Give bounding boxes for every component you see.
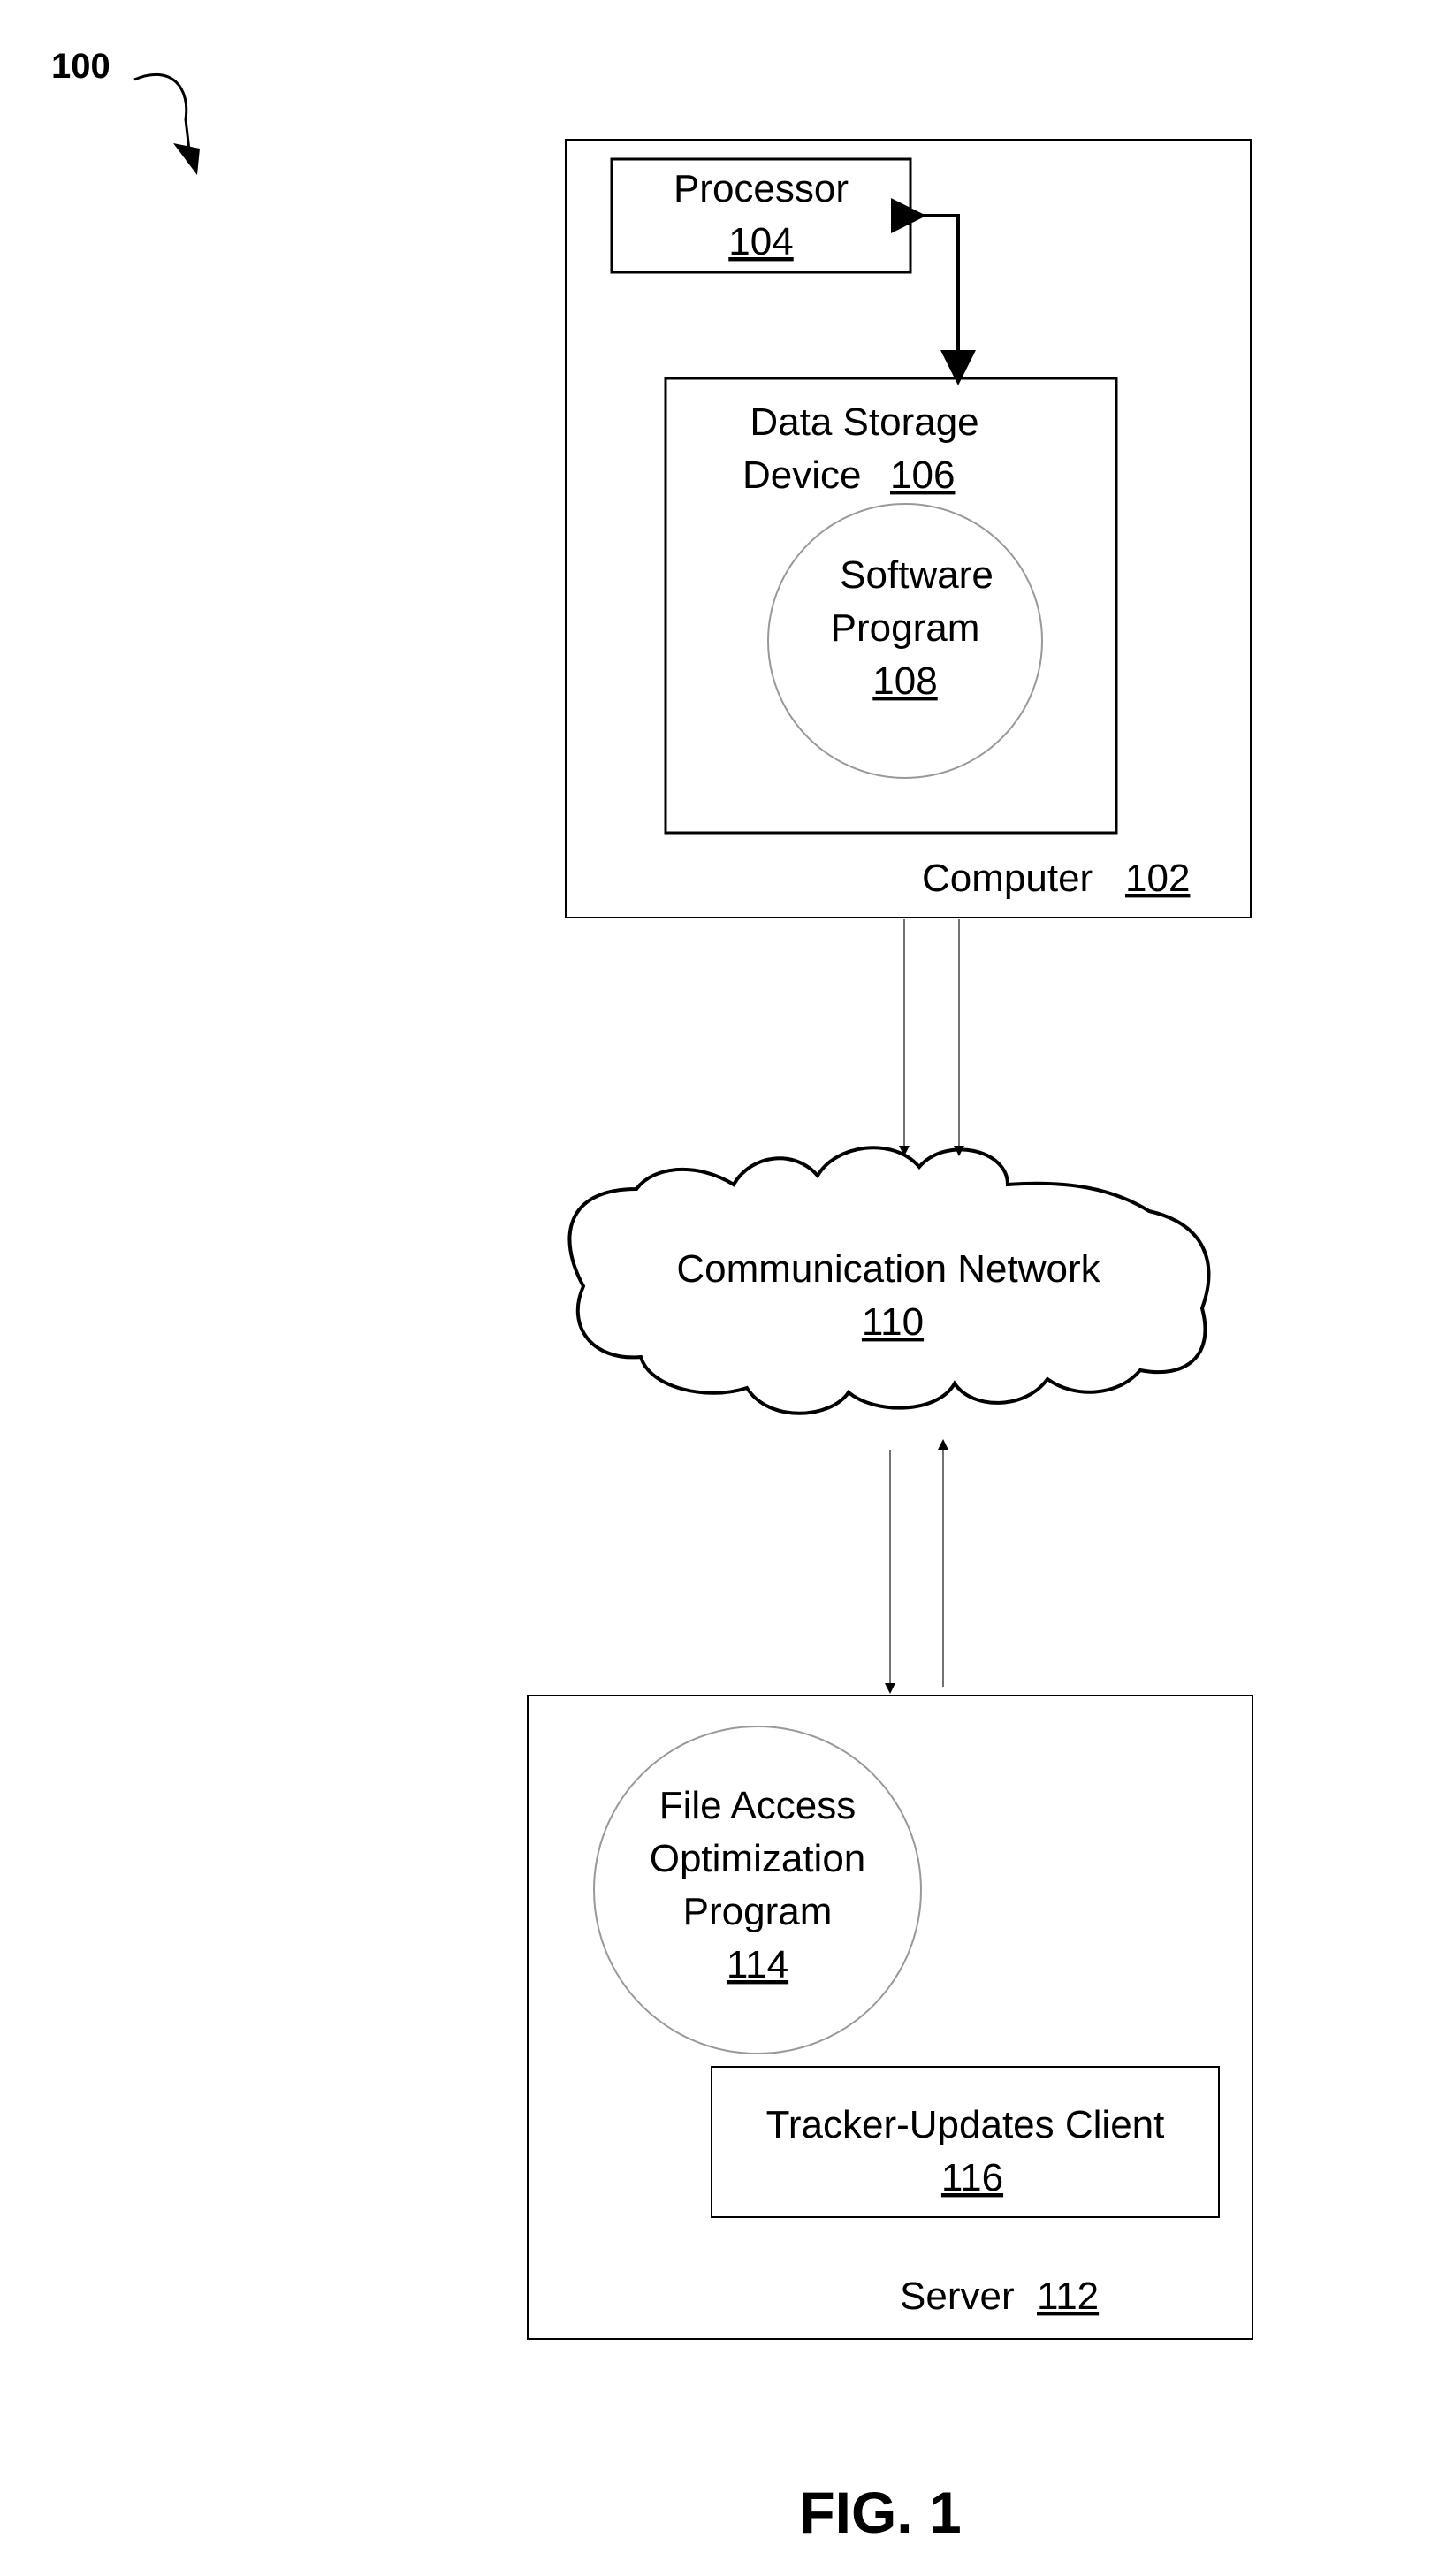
data-storage-box [666,378,1116,833]
software-program-label-line2: Program [831,606,980,650]
network-label: Communication Network [676,1247,1100,1291]
figure-ref-arrow [134,74,189,150]
software-program-ref: 108 [872,659,937,703]
processor-ref: 104 [728,220,793,263]
processor-storage-connector [919,216,958,378]
figure-caption: FIG. 1 [799,2480,961,2545]
file-access-ref: 114 [727,1943,788,1986]
figure-ref-label: 100 [51,47,110,86]
tracker-client-label: Tracker-Updates Client [766,2103,1165,2146]
figure-ref-arrowhead [173,143,200,175]
data-storage-label-line1: Data Storage [750,400,978,444]
computer-ref: 102 [1125,857,1190,900]
computer-box [566,140,1251,918]
computer-label: Computer [922,857,1093,900]
server-ref: 112 [1037,2275,1099,2318]
file-access-label-line3: Program [683,1890,833,1933]
processor-label: Processor [674,167,849,210]
tracker-client-ref: 116 [941,2156,1003,2199]
file-access-label-line1: File Access [659,1784,857,1827]
software-program-label-line1: Software [840,553,994,597]
server-label: Server [900,2275,1015,2318]
data-storage-label-line2: Device [742,453,862,497]
server-box [528,1696,1252,2339]
data-storage-ref: 106 [890,453,955,497]
file-access-label-line2: Optimization [650,1837,866,1880]
network-ref: 110 [862,1300,924,1344]
